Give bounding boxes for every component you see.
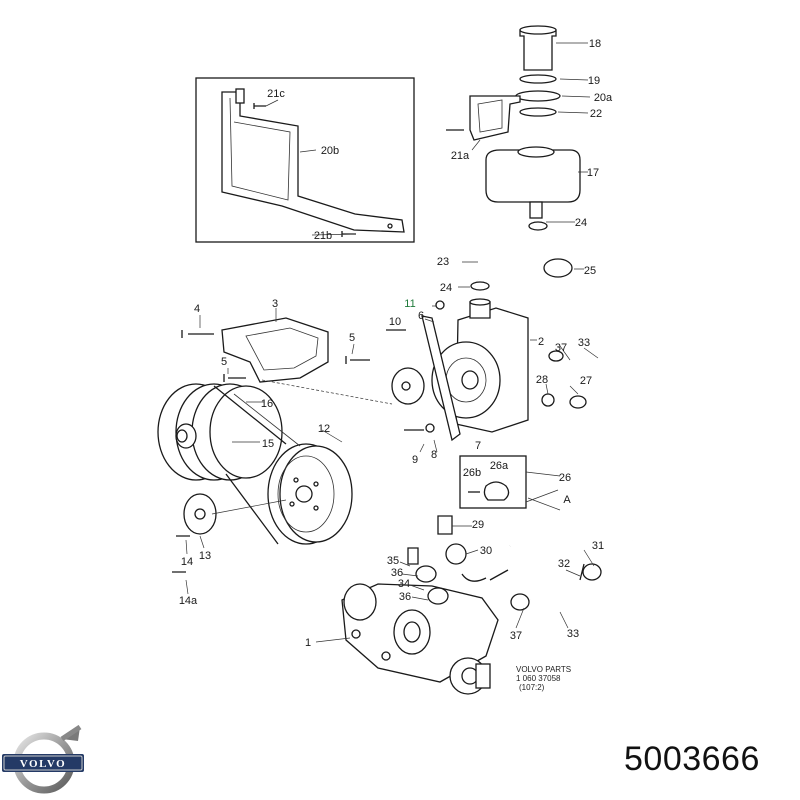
callout-20b: 20b: [321, 145, 339, 157]
callout-A: A: [563, 494, 571, 506]
reservoir-assembly: [446, 25, 591, 223]
crank-pulley: [157, 383, 283, 481]
drive-belt: [213, 385, 301, 545]
callout-12: 12: [318, 423, 330, 435]
callout-24: 24: [440, 282, 452, 294]
volvo-logo-wordmark: VOLVO: [20, 758, 66, 770]
callout-34: 34: [398, 578, 410, 590]
callout-20a: 20a: [594, 92, 613, 104]
callout-1: 1: [305, 637, 311, 649]
pressure-hose: [508, 345, 644, 629]
callout-37: 37: [555, 342, 567, 354]
callout-14: 14: [181, 556, 193, 568]
callout-35: 35: [387, 555, 399, 567]
callout-2: 2: [538, 336, 544, 348]
callout-18: 18: [589, 38, 601, 50]
callout-28: 28: [536, 374, 548, 386]
part-number: 5003666: [624, 740, 760, 778]
callout-21c: 21c: [267, 88, 285, 100]
callout-22: 22: [590, 108, 602, 120]
callout-7: 7: [475, 440, 481, 452]
callout-3: 3: [272, 298, 278, 310]
stamp-line-2: 1 060 37058: [516, 674, 561, 683]
clamp-detail: [459, 455, 561, 511]
callout-23: 23: [437, 256, 449, 268]
reservoir-hose: [458, 221, 584, 291]
callout-29: 29: [472, 519, 484, 531]
callout-33: 33: [578, 337, 590, 349]
callout-21b: 21b: [314, 230, 332, 242]
hub-plate: [172, 493, 217, 595]
callout-8: 8: [431, 449, 437, 461]
pump-mount-bracket: [181, 308, 393, 405]
callout-26: 26: [559, 472, 571, 484]
bracket-detail-inset: [195, 77, 415, 243]
callout-5: 5: [221, 356, 227, 368]
steering-gear-box: [315, 583, 499, 695]
callout-31: 31: [592, 540, 604, 552]
callout-9: 9: [412, 454, 418, 466]
stamp-line-1: VOLVO PARTS: [516, 665, 571, 674]
callout-36: 36: [391, 567, 403, 579]
callout-37: 37: [510, 630, 522, 642]
volvo-logo: VOLVO: [2, 725, 84, 794]
banjo-fittings: [399, 515, 509, 605]
callout-30: 30: [480, 545, 492, 557]
pump-pulley: [267, 443, 353, 545]
callout-5: 5: [349, 332, 355, 344]
callout-16: 16: [261, 398, 273, 410]
callout-27: 27: [580, 375, 592, 387]
stamp-line-3: (107:2): [519, 683, 545, 692]
callout-24: 24: [575, 217, 587, 229]
callout-25: 25: [584, 265, 596, 277]
callout-14a: 14a: [179, 595, 198, 607]
callout-15: 15: [262, 438, 274, 450]
callout-11: 11: [404, 298, 415, 310]
callout-17: 17: [587, 167, 599, 179]
callout-26b: 26b: [463, 467, 481, 479]
parts-stamp: VOLVO PARTS 1 060 37058 (107:2): [516, 665, 571, 692]
callout-21a: 21a: [451, 150, 470, 162]
callout-10: 10: [389, 316, 401, 328]
callout-33: 33: [567, 628, 579, 640]
callout-32: 32: [558, 558, 570, 570]
callout-13: 13: [199, 550, 211, 562]
steering-pump: [386, 298, 537, 453]
callout-6: 6: [418, 310, 424, 322]
callout-26a: 26a: [490, 460, 509, 472]
callout-19: 19: [588, 75, 600, 87]
callout-36: 36: [399, 591, 411, 603]
callout-4: 4: [194, 303, 200, 315]
